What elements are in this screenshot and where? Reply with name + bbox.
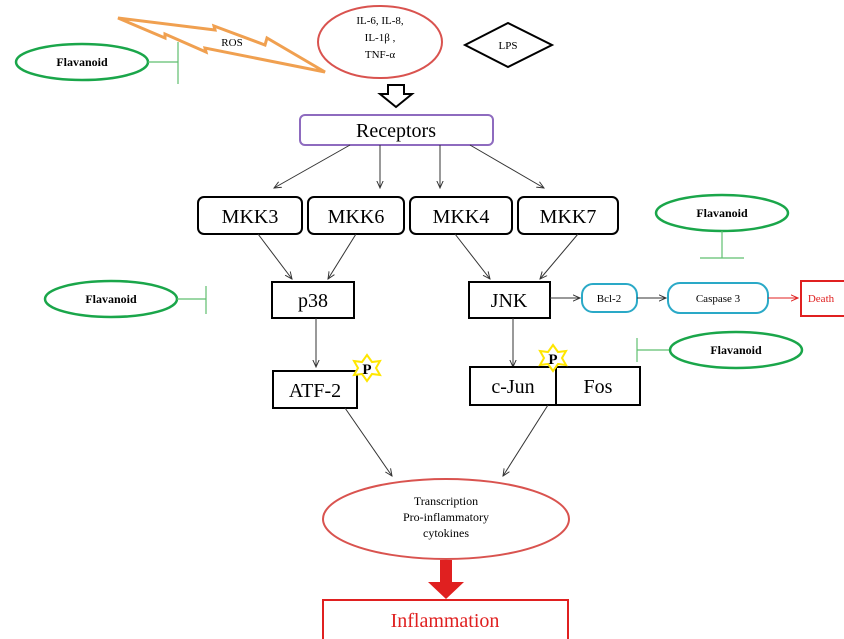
atf2-label: ATF-2	[289, 380, 341, 402]
cytokines-line-2: IL-1β ,	[365, 32, 396, 44]
transcription-line-1: Transcription	[414, 494, 478, 508]
cytokines-ellipse	[317, 5, 443, 79]
fos-label: Fos	[584, 376, 613, 398]
inflammation-label: Inflammation	[391, 610, 500, 632]
red-down-arrow	[428, 560, 464, 599]
death-label: Death	[808, 293, 835, 305]
phospho-star-icon	[352, 353, 382, 383]
flavanoid-ellipse-right-middle	[668, 330, 804, 370]
cytokines-line-3: TNF-α	[365, 49, 395, 61]
flavanoid-label-right-middle: Flavanoid	[710, 343, 762, 357]
transcription-ellipse	[322, 478, 570, 560]
flavanoid-label-left: Flavanoid	[85, 292, 137, 306]
phospho-label-cjun: P	[548, 352, 557, 368]
ros-lightning-shape	[117, 16, 326, 74]
flavanoid-label-top-left: Flavanoid	[56, 55, 108, 69]
arrow-receptors-mkk7	[469, 144, 544, 188]
p38-box	[271, 281, 355, 319]
hollow-down-arrow	[377, 84, 415, 109]
arrow-mkk4-jnk	[454, 233, 490, 279]
transcription-line-2: Pro-inflammatory	[403, 510, 489, 524]
p38-label: p38	[298, 290, 328, 312]
arrow-mkk7-jnk	[540, 233, 579, 279]
lps-diamond	[462, 21, 555, 69]
phospho-star-icon	[538, 343, 568, 373]
arrow-cjun-transcription	[503, 404, 549, 476]
caspase3-label: Caspase 3	[696, 293, 741, 305]
mkk3-box	[197, 196, 303, 235]
flavanoid-label-right-top: Flavanoid	[696, 206, 748, 220]
phospho-label-atf2: P	[362, 362, 371, 378]
atf2-box	[272, 370, 358, 409]
transcription-line-3: cytokines	[423, 526, 469, 540]
ros-label: ROS	[221, 37, 242, 49]
arrow-mkk3-p38	[257, 233, 292, 279]
mkk3-label: MKK3	[222, 206, 279, 228]
arrow-receptors-mkk3	[274, 144, 351, 188]
bcl2-label: Bcl-2	[597, 293, 621, 305]
jnk-label: JNK	[491, 290, 528, 312]
jnk-box	[468, 281, 551, 319]
mkk7-label: MKK7	[540, 206, 597, 228]
mkk4-label: MKK4	[433, 206, 490, 228]
cjun-label: c-Jun	[491, 376, 534, 398]
fos-box	[555, 366, 641, 406]
mkk6-label: MKK6	[328, 206, 385, 228]
mkk7-box	[517, 196, 619, 235]
receptors-label: Receptors	[356, 120, 436, 142]
death-box	[800, 280, 844, 317]
lps-label: LPS	[499, 40, 518, 52]
cytokines-line-1: IL-6, IL-8,	[356, 15, 404, 27]
arrow-atf2-transcription	[344, 407, 392, 476]
inflammation-box	[322, 599, 569, 639]
receptors-box	[299, 114, 494, 146]
mkk4-box	[409, 196, 513, 235]
arrow-mkk6-p38	[328, 233, 357, 279]
